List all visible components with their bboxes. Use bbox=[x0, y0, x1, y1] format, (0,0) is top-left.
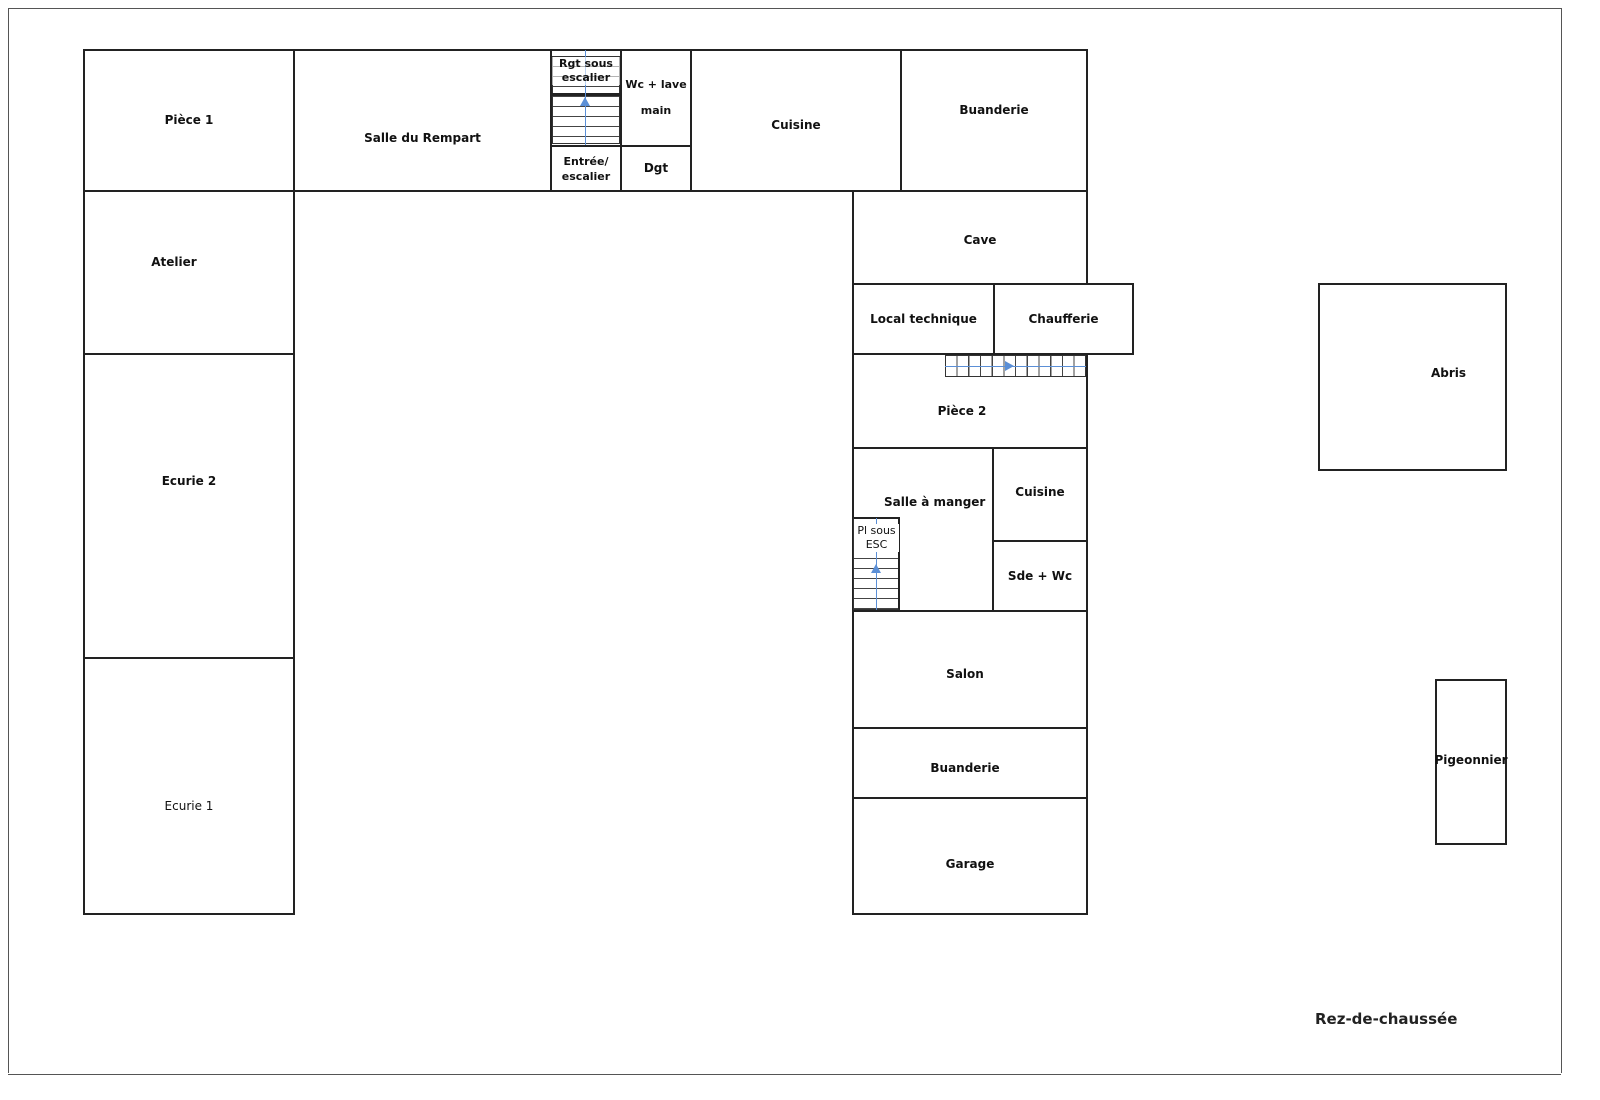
room-label: Buanderie bbox=[930, 760, 1000, 775]
room-label: Pigeonnier bbox=[1434, 752, 1508, 767]
room-ecurie-1: Ecurie 1 bbox=[83, 657, 295, 915]
room-label: Garage bbox=[945, 856, 995, 871]
room-label: Cuisine bbox=[771, 118, 821, 132]
room-label: Wc + lave main bbox=[625, 78, 687, 117]
room-salon: Salon bbox=[852, 610, 1088, 729]
page-frame bbox=[8, 8, 1562, 1073]
room-piece-1: Pièce 1 bbox=[83, 49, 295, 192]
room-label: Cuisine bbox=[1015, 485, 1065, 499]
room-chaufferie: Chaufferie bbox=[993, 283, 1134, 355]
room-label: Cave bbox=[963, 233, 997, 247]
room-label: Buanderie bbox=[959, 103, 1029, 117]
room-sde-wc: Sde + Wc bbox=[992, 540, 1088, 612]
room-label-salle-a-manger: Salle à manger bbox=[884, 495, 986, 509]
stair-direction-line bbox=[945, 366, 1086, 367]
room-label: Dgt bbox=[643, 161, 669, 175]
room-label: Abris bbox=[1430, 365, 1467, 380]
room-label: Salon bbox=[946, 667, 984, 681]
room-label-pl-sous-esc: Pl sous ESC bbox=[854, 524, 899, 552]
room-wc-lave-main: Wc + lave main bbox=[620, 49, 692, 147]
room-label: Salle du Rempart bbox=[364, 131, 481, 145]
stair-arrow-icon bbox=[580, 97, 590, 106]
room-cuisine-top: Cuisine bbox=[690, 49, 902, 192]
stair-arrow-icon bbox=[871, 564, 881, 573]
room-abris: Abris bbox=[1318, 283, 1507, 471]
stair-landing-line bbox=[552, 93, 620, 96]
room-label: Entrée/ escalier bbox=[561, 154, 611, 183]
room-salle-du-rempart: Salle du Rempart bbox=[293, 49, 552, 192]
floor-title: Rez-de-chaussée bbox=[1315, 1010, 1458, 1028]
room-pigeonnier: Pigeonnier bbox=[1434, 679, 1508, 845]
room-label: Local technique bbox=[870, 311, 977, 326]
room-buanderie-top: Buanderie bbox=[900, 49, 1088, 192]
room-cave: Cave bbox=[852, 190, 1088, 285]
room-label: Ecurie 1 bbox=[164, 798, 214, 813]
room-buanderie-bottom: Buanderie bbox=[852, 727, 1088, 799]
room-label: Chaufferie bbox=[1028, 311, 1099, 326]
room-cuisine-right: Cuisine bbox=[992, 447, 1088, 542]
room-label: Sde + Wc bbox=[1007, 568, 1073, 583]
room-dgt: Dgt bbox=[620, 145, 692, 192]
room-label-rgt-sous-escalier: Rgt sous escalier bbox=[552, 57, 620, 85]
room-label: Pièce 2 bbox=[937, 403, 987, 418]
room-entree-escalier: Entrée/ escalier bbox=[550, 145, 622, 192]
stair-arrow-icon bbox=[1005, 361, 1014, 371]
room-label: Ecurie 2 bbox=[161, 473, 217, 488]
room-atelier: Atelier bbox=[83, 190, 295, 355]
room-local-technique: Local technique bbox=[852, 283, 995, 355]
room-ecurie-2: Ecurie 2 bbox=[83, 353, 295, 659]
room-label: Pièce 1 bbox=[164, 113, 214, 127]
room-label: Atelier bbox=[151, 255, 197, 269]
page-bottom-line bbox=[8, 1074, 1561, 1075]
room-garage: Garage bbox=[852, 797, 1088, 915]
